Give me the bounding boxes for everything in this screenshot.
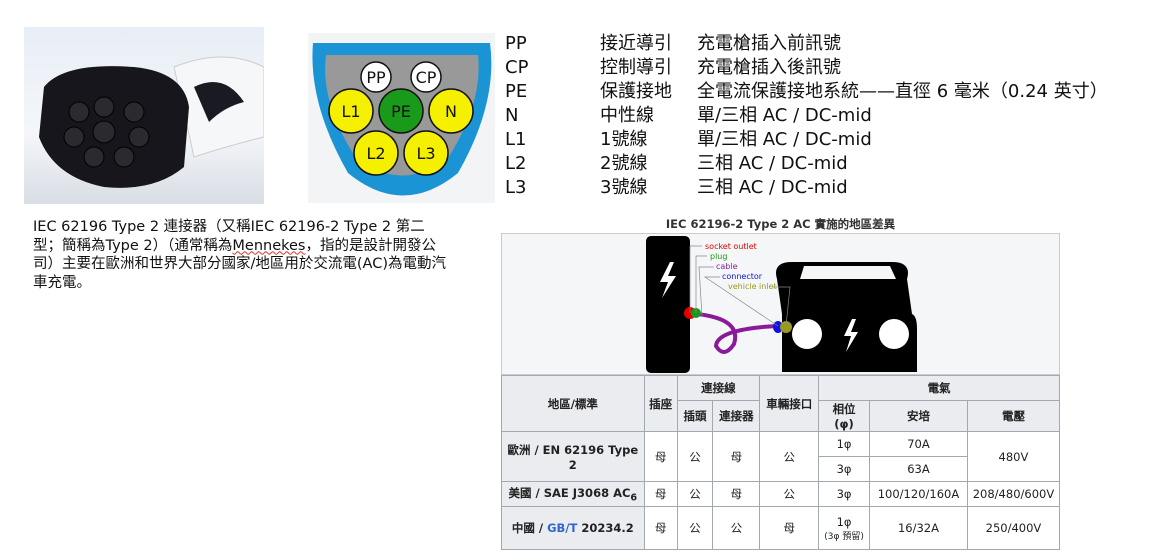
- cell: 公: [759, 431, 820, 482]
- connector-label: connector: [722, 272, 763, 281]
- cell: 208/480/600V: [966, 481, 1061, 507]
- pin-name: 保護接地: [600, 81, 672, 102]
- region-text: 中國 /: [511, 521, 548, 535]
- cell: 母: [712, 481, 761, 507]
- pin-layout-diagram: PP CP L1 PE N L2 L3: [308, 33, 495, 203]
- brand-name: Mennekes: [232, 237, 306, 254]
- pin-label: L3: [416, 144, 435, 163]
- pin-name: 1號線: [600, 129, 648, 150]
- pin-label: PE: [391, 102, 411, 121]
- header-amps: 安培: [869, 400, 968, 432]
- region-cell: 美國 / SAE J3068 AC6: [501, 481, 645, 507]
- pin-list-row: PE 保護接地 全電流保護接地系統——直徑 6 毫米（0.24 英寸）: [505, 80, 1108, 104]
- pin-desc: 充電槍插入後訊號: [697, 57, 841, 78]
- pin-list: PP 接近導引 充電槍插入前訊號 CP 控制導引 充電槍插入後訊號 PE 保護接地 全電流保護接…: [505, 32, 1108, 200]
- gbt-link[interactable]: GB/T: [547, 521, 578, 535]
- header-socket: 插座: [643, 375, 678, 432]
- pin-desc: 全電流保護接地系統——直徑 6 毫米（0.24 英寸）: [697, 81, 1108, 102]
- pin-name: 中性線: [600, 105, 654, 126]
- header-electric: 電氣: [818, 375, 1060, 401]
- pin-desc: 充電槍插入前訊號: [697, 33, 841, 54]
- connector-photo: [24, 27, 265, 204]
- pin-name: 3號線: [600, 177, 648, 198]
- cell: 公: [759, 481, 820, 507]
- cell: 公: [676, 481, 714, 507]
- header-region: 地區/標準: [501, 375, 645, 432]
- region-cell: 歐洲 / EN 62196 Type 2: [501, 431, 645, 482]
- pin-code: PE: [505, 81, 528, 102]
- header-connector: 連接器: [712, 400, 761, 432]
- pin-label: L2: [366, 144, 385, 163]
- cable-label: cable: [716, 262, 738, 271]
- header-phase: 相位 (φ): [818, 400, 870, 432]
- region-text: 20234.2: [577, 521, 634, 535]
- pin-desc: 三相 AC / DC-mid: [697, 177, 848, 198]
- pin-code: L2: [505, 153, 527, 174]
- subscript: 6: [630, 492, 638, 504]
- header-plug: 插頭: [676, 400, 714, 432]
- header-volts: 電壓: [966, 400, 1061, 432]
- description-text: ，指的是設計開發公司）主要在歐洲和世界大部分國家/地區用於交流電(AC)為電動汽…: [33, 237, 446, 291]
- cell: 母: [643, 431, 678, 482]
- cell: 公: [676, 431, 714, 482]
- regional-differences-table: 地區/標準插座連接線車輛接口電氣 插頭連接器 相位 (φ)安培電壓 歐洲 / EN…: [501, 375, 1061, 550]
- pin-list-row: L3 3號線 三相 AC / DC-mid: [505, 176, 1108, 200]
- pin-name: 接近導引: [600, 33, 672, 54]
- socket-outlet-label: socket outlet: [705, 242, 757, 251]
- phase: 1φ: [836, 514, 852, 529]
- cell: 母: [759, 506, 820, 550]
- description: IEC 62196 Type 2 連接器（又稱IEC 62196-2 Type …: [33, 218, 453, 292]
- diagram-title: IEC 62196-2 Type 2 AC 實施的地區差異: [665, 217, 896, 231]
- cell: 母: [643, 506, 678, 550]
- cell: 公: [676, 506, 714, 550]
- pin-desc: 單/三相 AC / DC-mid: [697, 129, 872, 150]
- pin-list-row: L1 1號線 單/三相 AC / DC-mid: [505, 128, 1108, 152]
- phase-note: (3φ 預留): [824, 531, 864, 542]
- cell: 16/32A: [869, 506, 968, 550]
- pin-label: N: [445, 102, 457, 121]
- pin-label: CP: [416, 68, 437, 87]
- pin-name: 控制導引: [600, 57, 672, 78]
- cell: 250/400V: [966, 506, 1061, 550]
- pin-code: L1: [505, 129, 527, 150]
- cell: 3φ: [818, 481, 870, 507]
- cell: 1φ: [818, 431, 870, 457]
- cell: 63A: [869, 456, 968, 482]
- header-cable: 連接線: [676, 375, 761, 401]
- cell: 1φ (3φ 預留): [818, 506, 870, 550]
- charging-station: [646, 236, 690, 373]
- pin-list-row: PP 接近導引 充電槍插入前訊號: [505, 32, 1108, 56]
- charging-diagram: socket outlet plug cable connector vehic…: [501, 233, 1060, 375]
- cell: 母: [712, 431, 761, 482]
- pin-list-row: N 中性線 單/三相 AC / DC-mid: [505, 104, 1108, 128]
- pin-label: PP: [366, 68, 386, 87]
- pin-code: PP: [505, 33, 527, 54]
- pin-desc: 三相 AC / DC-mid: [697, 153, 848, 174]
- plug-label: plug: [710, 252, 727, 261]
- cell: 母: [643, 481, 678, 507]
- region-text: 美國 / SAE J3068 AC: [508, 485, 631, 500]
- pin-code: N: [505, 105, 519, 126]
- description-text: IEC 62196 Type 2 連接器（又稱IEC 62196-2 Type …: [33, 219, 425, 254]
- pin-desc: 單/三相 AC / DC-mid: [697, 105, 872, 126]
- cell: 70A: [869, 431, 968, 457]
- vehicle-inlet-label: vehicle inlet: [728, 282, 777, 291]
- cell: 480V: [966, 431, 1061, 482]
- pin-list-row: CP 控制導引 充電槍插入後訊號: [505, 56, 1108, 80]
- header-inlet: 車輛接口: [759, 375, 820, 432]
- pin-code: L3: [505, 177, 527, 198]
- cell: 公: [712, 506, 761, 550]
- pin-name: 2號線: [600, 153, 648, 174]
- cell: 3φ: [818, 456, 870, 482]
- pin-code: CP: [505, 57, 529, 78]
- lightning-icon: [660, 262, 676, 298]
- cell: 100/120/160A: [869, 481, 968, 507]
- region-cell: 中國 / GB/T 20234.2: [501, 506, 645, 550]
- pin-list-row: L2 2號線 三相 AC / DC-mid: [505, 152, 1108, 176]
- pin-label: L1: [341, 102, 360, 121]
